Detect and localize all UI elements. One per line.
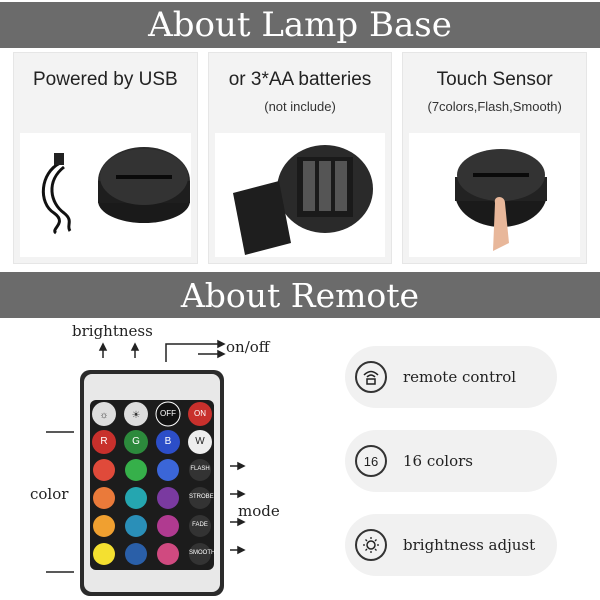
panel-title: Powered by USB (32, 69, 178, 90)
off-button-label: OFF (160, 409, 176, 418)
battery-base-image (214, 133, 386, 257)
panel-title: Touch Sensor (436, 69, 553, 90)
panel-title: or 3*AA batteries (228, 69, 372, 90)
r-button-label: R (100, 436, 108, 447)
panel-batteries: or 3*AA batteries (not include) (207, 52, 393, 264)
usb-base-image (20, 133, 191, 257)
feature-16-colors: 16 16 colors (345, 430, 557, 492)
panel-subtitle: (7colors,Flash,Smooth) (427, 99, 562, 114)
banner-title: About Lamp Base (148, 5, 452, 45)
brightness-icon (355, 529, 387, 561)
remote-buttons: ☼ ☀ (92, 401, 212, 565)
strobe-button-label: STROBE (189, 494, 214, 500)
lamp-base-panels: Powered by USB or 3*AA batteries (not in… (13, 52, 588, 264)
onoff-label: on/off (226, 338, 270, 356)
fade-button-label: FADE (192, 522, 208, 528)
panel-usb: Powered by USB (13, 52, 198, 264)
feature-text: remote control (403, 368, 517, 386)
smooth-button-label: SMOOTH (189, 550, 216, 556)
remote-icon (355, 361, 387, 393)
feature-brightness-adjust: brightness adjust (345, 514, 557, 576)
remote-illustration (46, 339, 246, 596)
banner-title: About Remote (180, 275, 420, 315)
feature-remote-control: remote control (345, 346, 557, 408)
usb-base-illustration (41, 147, 190, 235)
color-label: color (30, 485, 69, 503)
svg-text:☀: ☀ (132, 410, 141, 421)
sixteen-colors-icon: 16 (355, 445, 387, 477)
panel-touch: Touch Sensor (7colors,Flash,Smooth) (402, 52, 588, 264)
b-button-label: B (164, 436, 172, 447)
about-lamp-base-banner: About Lamp Base (0, 2, 600, 48)
brightness-label: brightness (72, 322, 153, 340)
battery-base-illustration (232, 145, 373, 255)
icon-number: 16 (363, 453, 379, 469)
on-button-label: ON (194, 409, 206, 418)
feature-text: 16 colors (403, 452, 473, 470)
flash-button-label: FLASH (190, 466, 210, 472)
remote-section: brightness on/off color mode ☼ ☀ (0, 318, 600, 600)
panel-subtitle: (not include) (264, 99, 336, 114)
touch-base-illustration (455, 149, 548, 251)
svg-text:☼: ☼ (99, 410, 108, 421)
mode-label: mode (238, 502, 280, 520)
g-button-label: G (132, 436, 140, 447)
w-button-label: W (195, 436, 205, 447)
about-remote-banner: About Remote (0, 272, 600, 318)
feature-text: brightness adjust (403, 536, 536, 554)
touch-base-image (409, 133, 581, 257)
